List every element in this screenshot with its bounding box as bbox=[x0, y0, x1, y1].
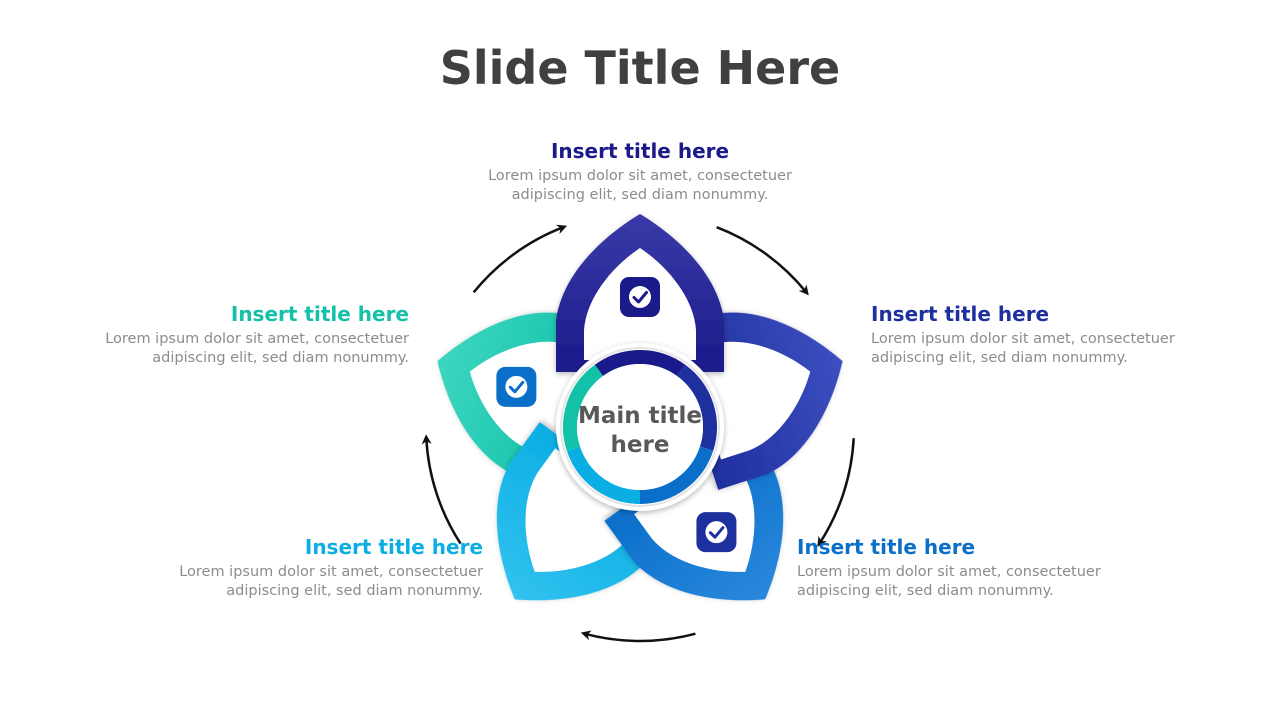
center-ring-segment-top bbox=[594, 350, 686, 377]
center-disc bbox=[577, 364, 703, 490]
label-right: Insert title here Lorem ipsum dolor sit … bbox=[871, 301, 1201, 368]
center-ring-segment-bottom-right bbox=[639, 446, 714, 504]
label-bottom-left-body: Lorem ipsum dolor sit amet, consectetuer… bbox=[179, 564, 483, 599]
flow-arrow bbox=[580, 630, 696, 643]
flow-arrow bbox=[716, 226, 809, 296]
petal-right-check-icon bbox=[696, 512, 737, 553]
label-right-body: Lorem ipsum dolor sit amet, consectetuer… bbox=[871, 331, 1175, 366]
label-left-title: Insert title here bbox=[230, 302, 409, 326]
petal-top bbox=[556, 214, 724, 372]
center-hub bbox=[556, 343, 724, 511]
label-top-body: Lorem ipsum dolor sit amet, consectetuer… bbox=[488, 168, 792, 203]
label-left-body: Lorem ipsum dolor sit amet, consectetuer… bbox=[105, 331, 409, 366]
label-top: Insert title here Lorem ipsum dolor sit … bbox=[475, 138, 805, 205]
slide-title: Slide Title Here bbox=[439, 41, 841, 95]
label-right-title: Insert title here bbox=[871, 302, 1050, 326]
center-title: Main title here bbox=[577, 403, 703, 458]
label-bottom-left-title: Insert title here bbox=[304, 535, 483, 559]
label-bottom-right-title: Insert title here bbox=[797, 535, 976, 559]
petal-bottom-left-inner bbox=[525, 448, 646, 572]
center-outer-border bbox=[560, 347, 720, 507]
center-ring-segment-left bbox=[563, 364, 604, 451]
petal-top-check-icon bbox=[620, 277, 660, 317]
flow-arrow bbox=[472, 224, 568, 294]
flow-arrow bbox=[421, 434, 462, 545]
center-ring-segment-bottom-left bbox=[566, 446, 641, 504]
center-ring-segment-right bbox=[676, 364, 717, 451]
label-bottom-left: Insert title here Lorem ipsum dolor sit … bbox=[153, 534, 483, 601]
label-left: Insert title here Lorem ipsum dolor sit … bbox=[79, 301, 409, 368]
petal-bottom-right-check-icon bbox=[496, 366, 537, 407]
flow-arrow bbox=[817, 438, 855, 547]
label-bottom-right: Insert title here Lorem ipsum dolor sit … bbox=[797, 534, 1127, 601]
label-bottom-right-body: Lorem ipsum dolor sit amet, consectetuer… bbox=[797, 564, 1101, 599]
label-top-title: Insert title here bbox=[550, 139, 730, 163]
